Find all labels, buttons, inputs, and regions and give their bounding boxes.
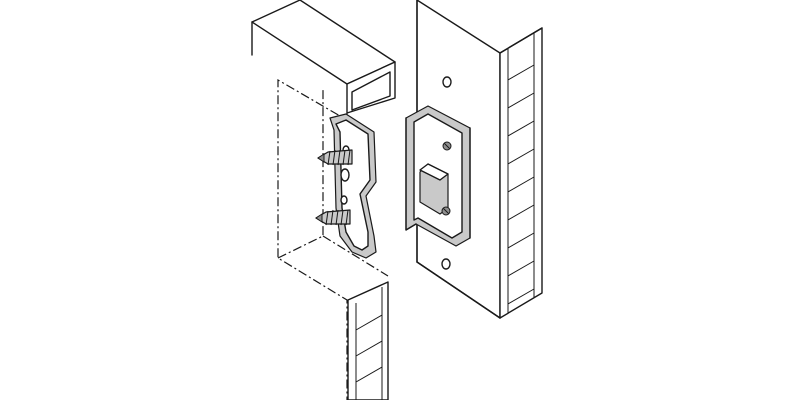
frame-panel	[251, 0, 396, 400]
banding-rung	[507, 204, 535, 221]
screw-thread	[327, 149, 351, 166]
wood-screw	[317, 149, 353, 166]
screw-tip-icon	[315, 213, 323, 223]
screw-thread	[325, 209, 349, 226]
wood-screw	[315, 209, 351, 226]
banding-rung	[507, 92, 535, 109]
banding-rung	[507, 120, 535, 137]
banding-rung	[355, 340, 383, 357]
bracket-hole-center	[340, 168, 350, 182]
banding-rung	[507, 148, 535, 165]
banding-rung	[507, 288, 535, 305]
hook-bracket	[329, 113, 377, 259]
banding-rung	[355, 366, 383, 383]
mounting-plate	[405, 105, 471, 247]
banding-rung	[507, 232, 535, 249]
mounting-hole-top	[442, 76, 452, 88]
banding-rung	[507, 176, 535, 193]
banding-rung	[507, 64, 535, 81]
panel-edge-banding	[507, 33, 535, 313]
mounting-hole-bottom	[441, 258, 451, 270]
banding-rung	[355, 314, 383, 331]
bracket-hole-bottom	[340, 195, 348, 205]
screw-tip-icon	[317, 153, 325, 163]
frame-lower-post	[347, 281, 389, 400]
banding-rung	[507, 260, 535, 277]
panel-edge	[499, 27, 543, 319]
